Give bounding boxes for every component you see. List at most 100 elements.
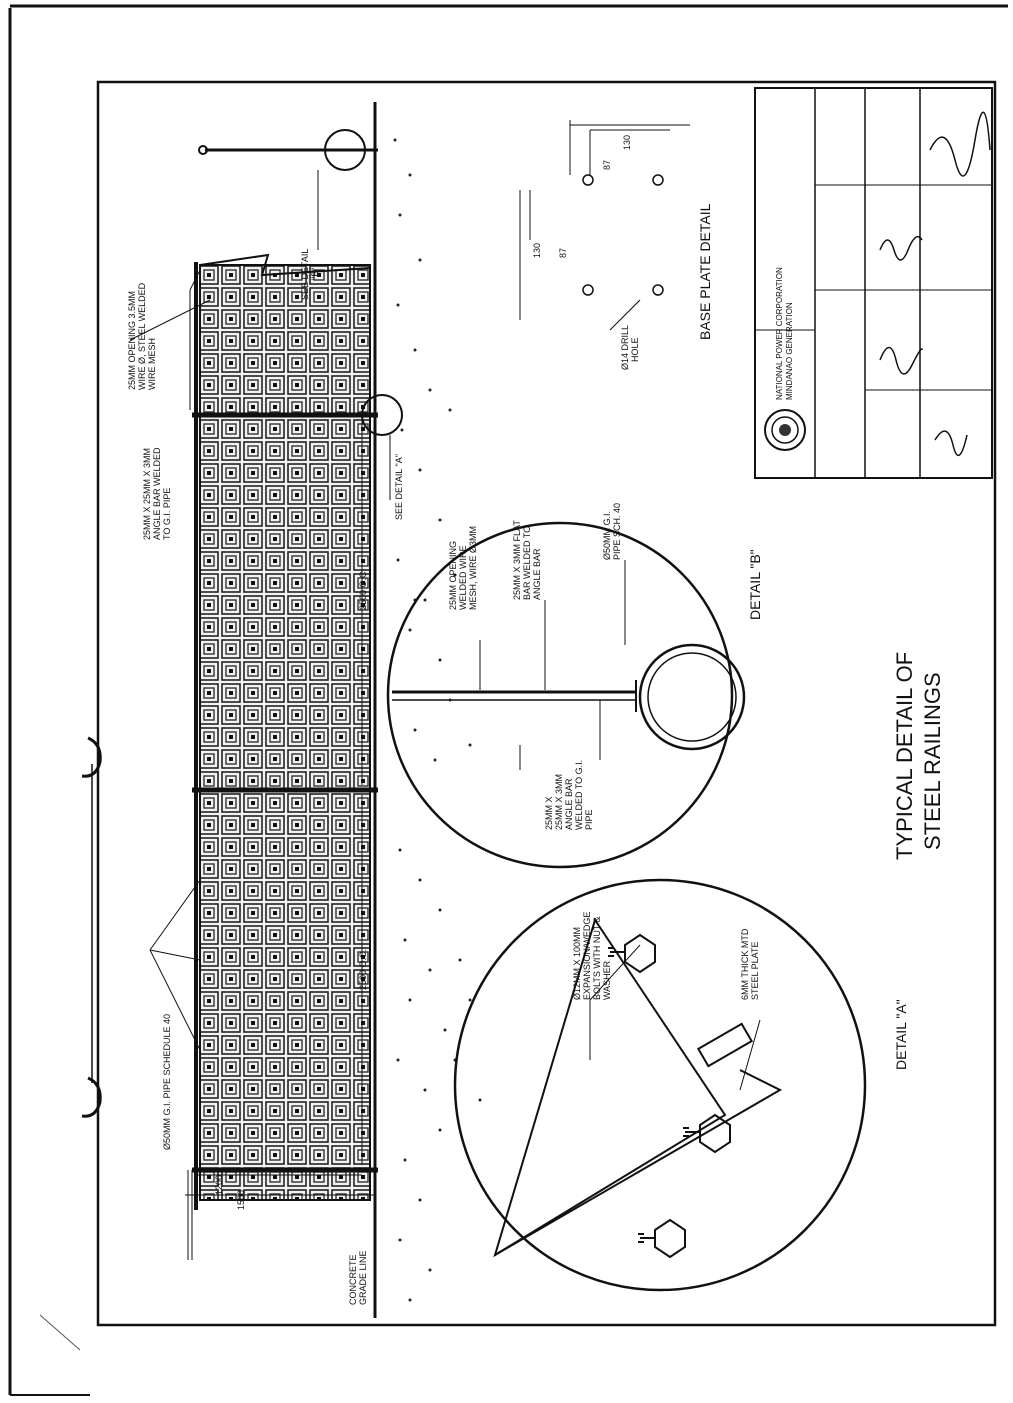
svg-text:ANGLE BAR: ANGLE BAR: [564, 778, 574, 830]
base-plate-detail: [519, 120, 690, 331]
detail-b: [386, 521, 746, 869]
signature-2: [879, 346, 923, 375]
see-detail-a-label: SEE DETAIL "A": [394, 454, 404, 520]
svg-text:PIPE: PIPE: [584, 809, 594, 830]
bp-dim-130b: 130: [622, 135, 632, 150]
detail-b-pipe-label: Ø50MM G.I. PIPE SCH. 40: [602, 503, 622, 560]
detail-b-title: DETAIL "B": [747, 549, 763, 620]
drawing-title: TYPICAL DETAIL OF STEEL RAILINGS: [892, 652, 945, 860]
drill-hole-label: Ø14 DRILL HOLE: [620, 325, 640, 370]
svg-text:25MM OPENING 3.5MM: 25MM OPENING 3.5MM: [127, 291, 137, 390]
svg-text:BOLTS WITH NUT &: BOLTS WITH NUT &: [592, 916, 602, 1000]
drill-hole-3: [582, 284, 594, 296]
binder-hole-top: [81, 736, 102, 778]
svg-text:25MM X 3MM FLAT: 25MM X 3MM FLAT: [512, 520, 522, 600]
detail-a-base-plate: [493, 917, 727, 1258]
svg-text:WELDED TO G.I.: WELDED TO G.I.: [574, 760, 584, 830]
detail-b-flat-bar-label: 25MM X 3MM FLAT BAR WELDED TO ANGLE BAR: [512, 520, 542, 600]
title-block-frame: [754, 87, 993, 479]
svg-text:NATIONAL POWER CORPORATION: NATIONAL POWER CORPORATION: [775, 267, 784, 400]
section-post-cap: [198, 145, 208, 155]
svg-text:WELDED WIRE: WELDED WIRE: [458, 545, 468, 610]
detail-a-plate-label: 6MM THICK MTD STEEL PLATE: [740, 928, 760, 1000]
detail-b-pipe: [638, 643, 746, 751]
detail-a-circle: [453, 878, 867, 1292]
dim-1500-label: 1500: [236, 1190, 246, 1210]
svg-text:GRADE LINE: GRADE LINE: [358, 1250, 368, 1305]
detail-b-mesh-label: 25MM OPENING WELDED WIRE MESH, WIRE Ø3MM: [448, 526, 478, 610]
bp-dim-130a: 130: [532, 243, 542, 258]
svg-text:CONCRETE: CONCRETE: [348, 1254, 358, 1305]
svg-text:BAR WELDED TO: BAR WELDED TO: [522, 526, 532, 600]
svg-text:1200: 1200: [214, 1175, 224, 1195]
svg-text:EXPANSION/WEDGE: EXPANSION/WEDGE: [582, 912, 592, 1000]
bolt-3: [654, 1218, 686, 1259]
svg-text:STEEL PLATE: STEEL PLATE: [750, 941, 760, 1000]
see-detail-b-label: SEE DETAIL "B": [300, 249, 320, 300]
svg-text:25MM X 25MM X 3MM: 25MM X 25MM X 3MM: [142, 448, 152, 540]
svg-text:25MM X: 25MM X: [544, 796, 554, 830]
svg-text:25MM OPENING: 25MM OPENING: [448, 541, 458, 610]
svg-text:TO G.I. PIPE: TO G.I. PIPE: [162, 488, 172, 540]
mesh-label: 25MM OPENING 3.5MM WIRE Ø, STEEL WELDED …: [127, 282, 157, 390]
svg-text:PIPE SCH. 40: PIPE SCH. 40: [612, 503, 622, 560]
svg-text:WASHER: WASHER: [602, 960, 612, 1000]
railing-end: [199, 253, 371, 277]
pencil-mark: [39, 1314, 81, 1351]
svg-text:SEE DETAIL: SEE DETAIL: [300, 249, 310, 300]
svg-text:Ø14 DRILL: Ø14 DRILL: [620, 325, 630, 370]
svg-text:ANGLE BAR WELDED: ANGLE BAR WELDED: [152, 447, 162, 540]
svg-text:Ø50MM G.I.: Ø50MM G.I.: [602, 511, 612, 560]
drill-hole-1: [582, 174, 594, 186]
detail-b-circle: [386, 521, 734, 869]
base-plate-title: BASE PLATE DETAIL: [697, 203, 713, 340]
detail-b-callout-circle: [324, 129, 366, 171]
svg-text:MESH, WIRE Ø3MM: MESH, WIRE Ø3MM: [468, 526, 478, 610]
drill-hole-4: [652, 284, 664, 296]
detail-a-callout-circle: [361, 394, 403, 436]
pipe-label: Ø50MM G.I. PIPE SCHEDULE 40: [162, 1014, 172, 1150]
angle-bar-label: 25MM X 25MM X 3MM ANGLE BAR WELDED TO G.…: [142, 447, 172, 540]
detail-a: [453, 878, 867, 1292]
svg-text:Ø12MM X 100MM: Ø12MM X 100MM: [572, 927, 582, 1000]
svg-text:Ø50MM G.I. PIPE SCHEDULE 40: Ø50MM G.I. PIPE SCHEDULE 40: [162, 1014, 172, 1150]
detail-a-bolt-label: Ø12MM X 100MM EXPANSION/WEDGE BOLTS WITH…: [572, 912, 612, 1000]
dim-1200-label: 1200: [214, 1175, 224, 1195]
svg-text:25MM X 3MM: 25MM X 3MM: [554, 774, 564, 830]
svg-text:1500: 1500: [236, 1190, 246, 1210]
title-block: [754, 87, 993, 479]
svg-text:HOLE: HOLE: [630, 337, 640, 362]
svg-text:2500 O.C.: 2500 O.C.: [358, 569, 368, 610]
svg-text:2500 O.C.: 2500 O.C.: [358, 949, 368, 990]
ground-label: CONCRETE GRADE LINE: [348, 1250, 368, 1305]
mesh-panels: [199, 264, 371, 1201]
svg-text:6MM THICK MTD: 6MM THICK MTD: [740, 928, 750, 1000]
railing-elevation: [129, 102, 482, 1318]
detail-a-title: DETAIL "A": [893, 999, 909, 1070]
svg-text:SEE DETAIL "A": SEE DETAIL "A": [394, 454, 404, 520]
spacing-left-label: 2500 O.C.: [358, 949, 368, 990]
bolt-1: [624, 933, 656, 974]
svg-text:TYPICAL DETAIL OF: TYPICAL DETAIL OF: [892, 652, 917, 860]
npc-seal: [764, 409, 806, 451]
signature-4: [934, 430, 968, 457]
drill-hole-2: [652, 174, 664, 186]
svg-text:"B": "B": [310, 268, 320, 280]
detail-a-post-stub: [696, 1022, 754, 1068]
signature-1: [879, 235, 923, 261]
binder-hole-bottom: [81, 1076, 102, 1118]
svg-text:MINDANAO GENERATION: MINDANAO GENERATION: [785, 302, 794, 400]
drawing-frame: [96, 80, 997, 1327]
soil-hatch: [393, 138, 482, 1302]
svg-text:STEEL RAILINGS: STEEL RAILINGS: [920, 672, 945, 850]
spacing-right-label: 2500 O.C.: [358, 569, 368, 610]
svg-text:ANGLE BAR: ANGLE BAR: [532, 548, 542, 600]
bp-dim-87b: 87: [602, 160, 612, 170]
title-block-org: NATIONAL POWER CORPORATION MINDANAO GENE…: [775, 267, 794, 400]
signature-3: [929, 111, 991, 177]
bolt-2: [699, 1113, 731, 1154]
svg-text:WIRE MESH: WIRE MESH: [147, 338, 157, 390]
svg-text:WIRE Ø, STEEL WELDED: WIRE Ø, STEEL WELDED: [137, 282, 147, 390]
detail-b-angle-label: 25MM X 25MM X 3MM ANGLE BAR WELDED TO G.…: [544, 760, 594, 830]
